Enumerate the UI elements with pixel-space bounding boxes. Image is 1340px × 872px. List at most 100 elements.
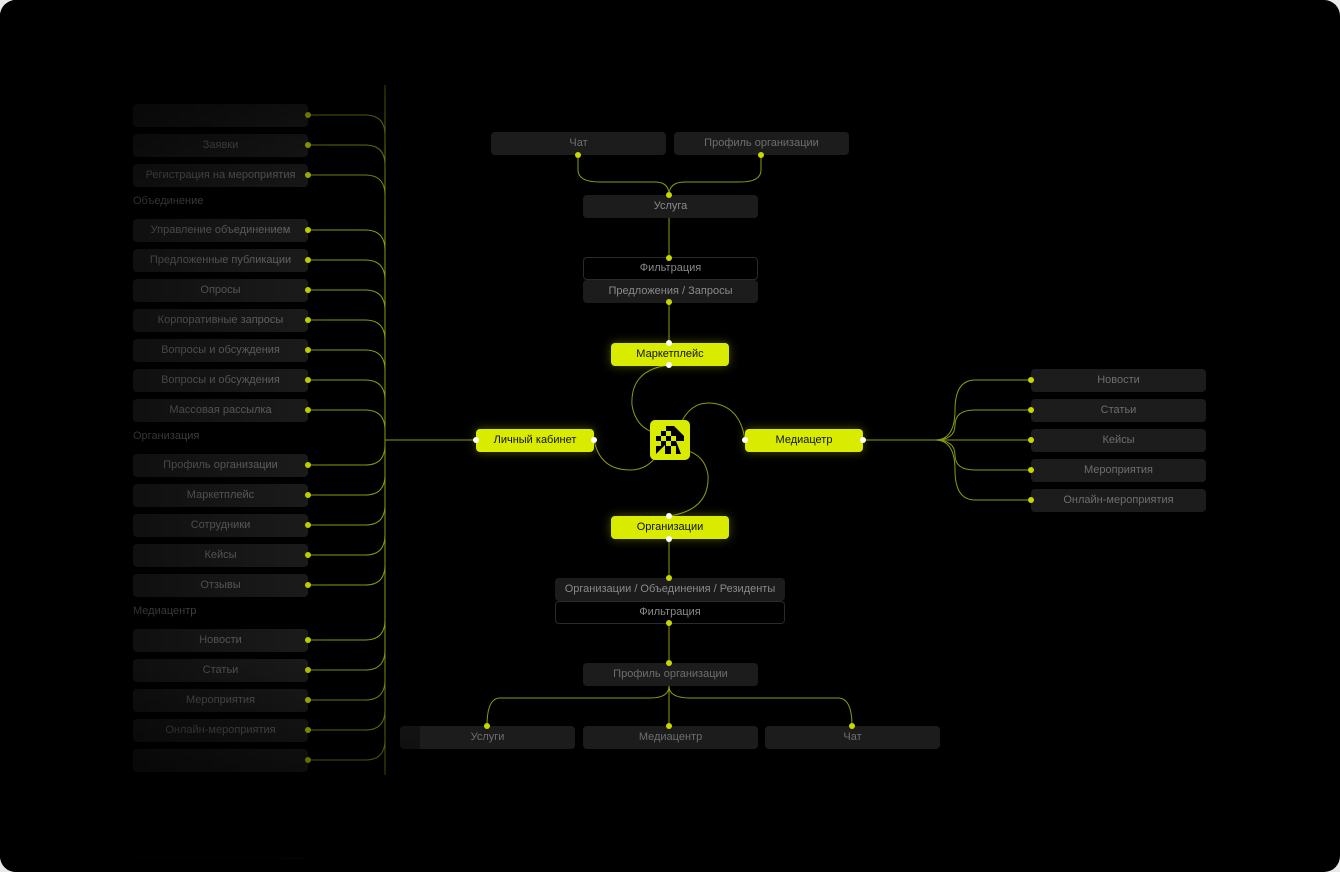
media-item[interactable]: Статьи <box>1031 399 1206 422</box>
connector-line <box>308 114 386 440</box>
connector-dot <box>1028 437 1034 443</box>
connector-line <box>308 440 386 496</box>
node-media-center-bottom[interactable]: Медиацентр <box>583 726 758 749</box>
connector-dot <box>575 152 581 158</box>
connector-line <box>308 440 386 641</box>
media-item[interactable]: Новости <box>1031 369 1206 392</box>
connector-dot <box>666 362 672 368</box>
connector-dot <box>1028 407 1034 413</box>
connector-dot <box>305 112 311 118</box>
left-menu-item[interactable]: Вопросы и обсуждения <box>133 369 308 392</box>
connector-line <box>308 440 386 761</box>
connector-line <box>308 289 386 440</box>
connector-dot <box>305 227 311 233</box>
hub-curve <box>668 449 709 517</box>
media-item[interactable]: Онлайн-мероприятия <box>1031 489 1206 512</box>
connector-dot <box>849 723 855 729</box>
connector-line <box>863 379 1031 441</box>
connector-line <box>308 440 386 526</box>
connector-dot <box>758 152 764 158</box>
connector-line <box>308 440 386 701</box>
connector-dot <box>666 660 672 666</box>
left-menu-item[interactable]: Маркетплейс <box>133 484 308 507</box>
hub-marketplace[interactable]: Маркетплейс <box>611 343 729 366</box>
node-chat-bottom[interactable]: Чат <box>765 726 940 749</box>
left-menu-item[interactable]: Вопросы и обсуждения <box>133 339 308 362</box>
left-menu-item[interactable]: Заявки <box>133 134 308 157</box>
connector-dot <box>305 492 311 498</box>
left-menu-item[interactable]: Корпоративные запросы <box>133 309 308 332</box>
connector-line <box>308 349 386 440</box>
connector-line <box>308 440 386 586</box>
connector-line <box>668 155 762 196</box>
connector-dot <box>305 317 311 323</box>
connector-dot <box>305 462 311 468</box>
left-menu-item[interactable]: Кейсы <box>133 544 308 567</box>
connector-line <box>577 155 670 196</box>
connector-line <box>486 685 670 727</box>
left-menu-item[interactable]: Новости <box>133 629 308 652</box>
connector-line <box>308 440 386 556</box>
connector-dot <box>860 437 866 443</box>
connector-dot <box>666 255 672 261</box>
connector-dot <box>305 172 311 178</box>
node-services[interactable]: Услуги <box>400 726 575 749</box>
section-heading: Объединение <box>133 195 204 207</box>
left-menu-item[interactable] <box>133 749 308 772</box>
media-item[interactable]: Кейсы <box>1031 429 1206 452</box>
connector-line <box>863 439 1031 501</box>
connector-dot <box>473 437 479 443</box>
left-menu-item[interactable]: Профиль организации <box>133 454 308 477</box>
connector-dot <box>666 299 672 305</box>
left-menu-item[interactable]: Опросы <box>133 279 308 302</box>
left-menu-item[interactable]: Предложенные публикации <box>133 249 308 272</box>
node-org-profile-bottom[interactable]: Профиль организации <box>583 663 758 686</box>
connector-dot <box>666 723 672 729</box>
connector-dot <box>305 552 311 558</box>
connector-dot <box>1028 377 1034 383</box>
connector-line <box>308 144 386 440</box>
node-offers-requests[interactable]: Предложения / Запросы <box>583 280 758 303</box>
connector-dot <box>1028 467 1034 473</box>
left-menu-item[interactable]: Управление объединением <box>133 219 308 242</box>
connector-dot <box>591 437 597 443</box>
connector-line <box>308 409 386 440</box>
connector-dot <box>666 575 672 581</box>
connector-dot <box>305 407 311 413</box>
hub-organizations[interactable]: Организации <box>611 516 729 539</box>
connector-dot <box>305 347 311 353</box>
hub-curve <box>631 364 670 435</box>
connector-dot <box>305 697 311 703</box>
connector-dot <box>305 757 311 763</box>
left-menu-item[interactable]: Статьи <box>133 659 308 682</box>
media-item[interactable]: Мероприятия <box>1031 459 1206 482</box>
node-filter-top[interactable]: Фильтрация <box>583 257 758 280</box>
connector-dot <box>305 287 311 293</box>
node-service[interactable]: Услуга <box>583 195 758 218</box>
left-menu-item[interactable]: Массовая рассылка <box>133 399 308 422</box>
left-menu-item[interactable]: Онлайн-мероприятия <box>133 719 308 742</box>
left-menu-item[interactable]: Сотрудники <box>133 514 308 537</box>
node-org-profile-top[interactable]: Профиль организации <box>674 132 849 155</box>
connector-dot <box>484 723 490 729</box>
left-menu-item[interactable]: Мероприятия <box>133 689 308 712</box>
connector-line <box>308 174 386 440</box>
connector-line <box>863 409 1031 441</box>
left-menu-item[interactable] <box>133 104 308 127</box>
node-chat-top[interactable]: Чат <box>491 132 666 155</box>
connector-dot <box>305 637 311 643</box>
connector-dot <box>742 437 748 443</box>
connector-dot <box>305 667 311 673</box>
hub-personal-cabinet[interactable]: Личный кабинет <box>476 429 594 452</box>
left-menu-item[interactable]: Регистрация на мероприятия <box>133 164 308 187</box>
connector-line <box>308 440 386 466</box>
hub-curve <box>679 402 746 441</box>
connector-dot <box>666 192 672 198</box>
connector-dot <box>1028 497 1034 503</box>
left-menu-item[interactable]: Отзывы <box>133 574 308 597</box>
node-orgs-list[interactable]: Организации / Объединения / Резиденты <box>555 578 785 601</box>
hub-media-center[interactable]: Медиацетр <box>745 429 863 452</box>
connector-dot <box>305 377 311 383</box>
connector-dot <box>305 582 311 588</box>
